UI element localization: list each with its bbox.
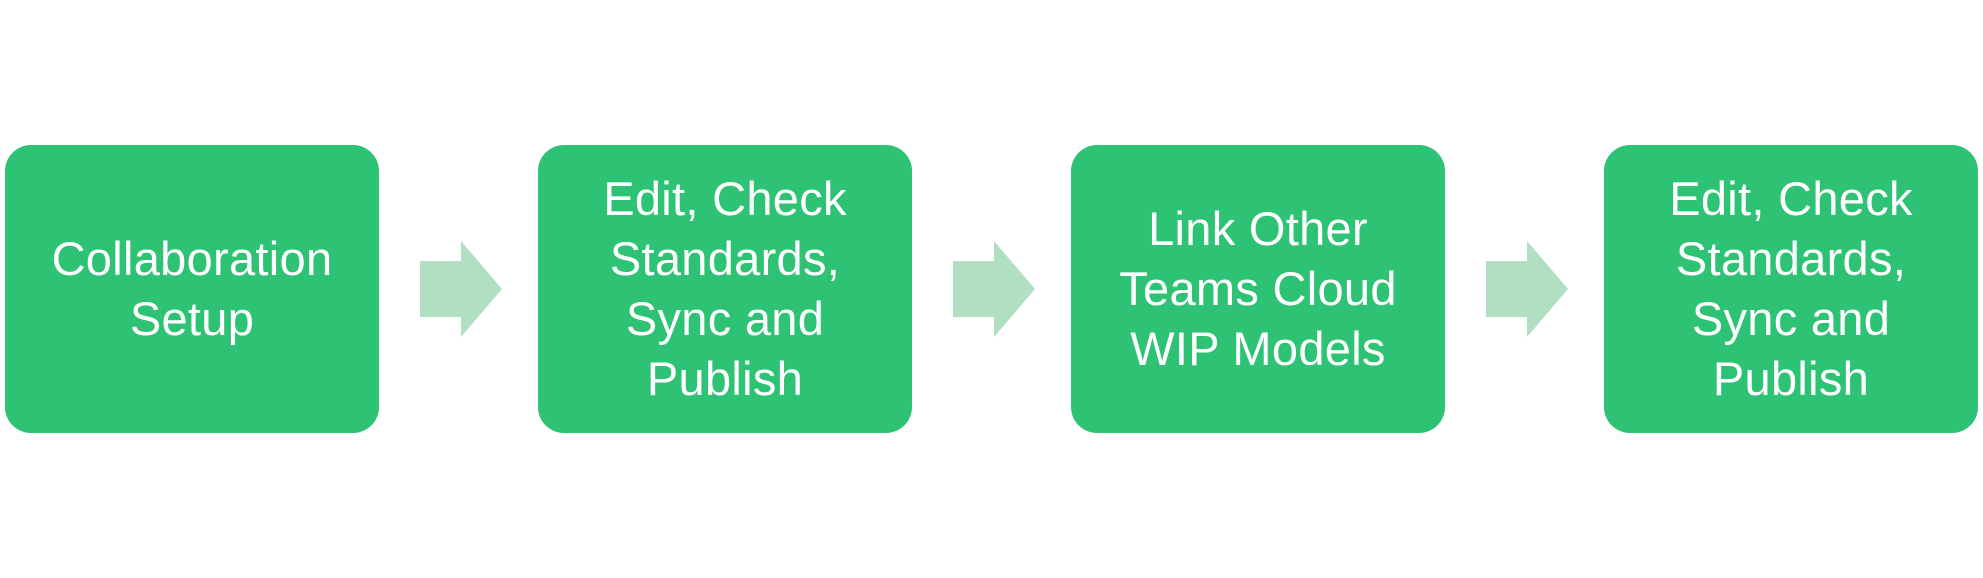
step-label-line: Standards, xyxy=(609,232,841,285)
right-arrow-shape xyxy=(953,241,1035,337)
right-arrow-icon xyxy=(420,241,502,337)
right-arrow-icon xyxy=(953,241,1035,337)
step-edit-check-standards-sync-publish: Edit, Check Standards, Sync and Publish xyxy=(538,145,912,433)
step-label-line: Standards, xyxy=(1675,232,1907,285)
step-label-line: Setup xyxy=(129,292,255,345)
step-label-line: Teams Cloud xyxy=(1119,262,1397,315)
step-label-line: WIP Models xyxy=(1130,322,1386,375)
right-arrow-shape xyxy=(420,241,502,337)
step-label-line: Publish xyxy=(1712,352,1870,405)
step-label-line: Edit, Check xyxy=(603,172,847,225)
step-label-line: Publish xyxy=(646,352,804,405)
step-label: Link Other Teams Cloud WIP Models xyxy=(1119,199,1397,379)
step-label-line: Sync and xyxy=(1691,292,1891,345)
right-arrow-icon xyxy=(1486,241,1568,337)
step-label: Collaboration Setup xyxy=(52,229,333,349)
step-label-line: Edit, Check xyxy=(1669,172,1913,225)
step-label: Edit, Check Standards, Sync and Publish xyxy=(603,169,847,409)
step-link-other-teams-cloud-wip-models: Link Other Teams Cloud WIP Models xyxy=(1071,145,1445,433)
step-label-line: Sync and xyxy=(625,292,825,345)
step-label: Edit, Check Standards, Sync and Publish xyxy=(1669,169,1913,409)
step-label-line: Collaboration xyxy=(51,232,333,285)
right-arrow-shape xyxy=(1486,241,1568,337)
step-label-line: Link Other xyxy=(1148,202,1368,255)
step-collaboration-setup: Collaboration Setup xyxy=(5,145,379,433)
step-edit-check-standards-sync-publish-final: Edit, Check Standards, Sync and Publish xyxy=(1604,145,1978,433)
